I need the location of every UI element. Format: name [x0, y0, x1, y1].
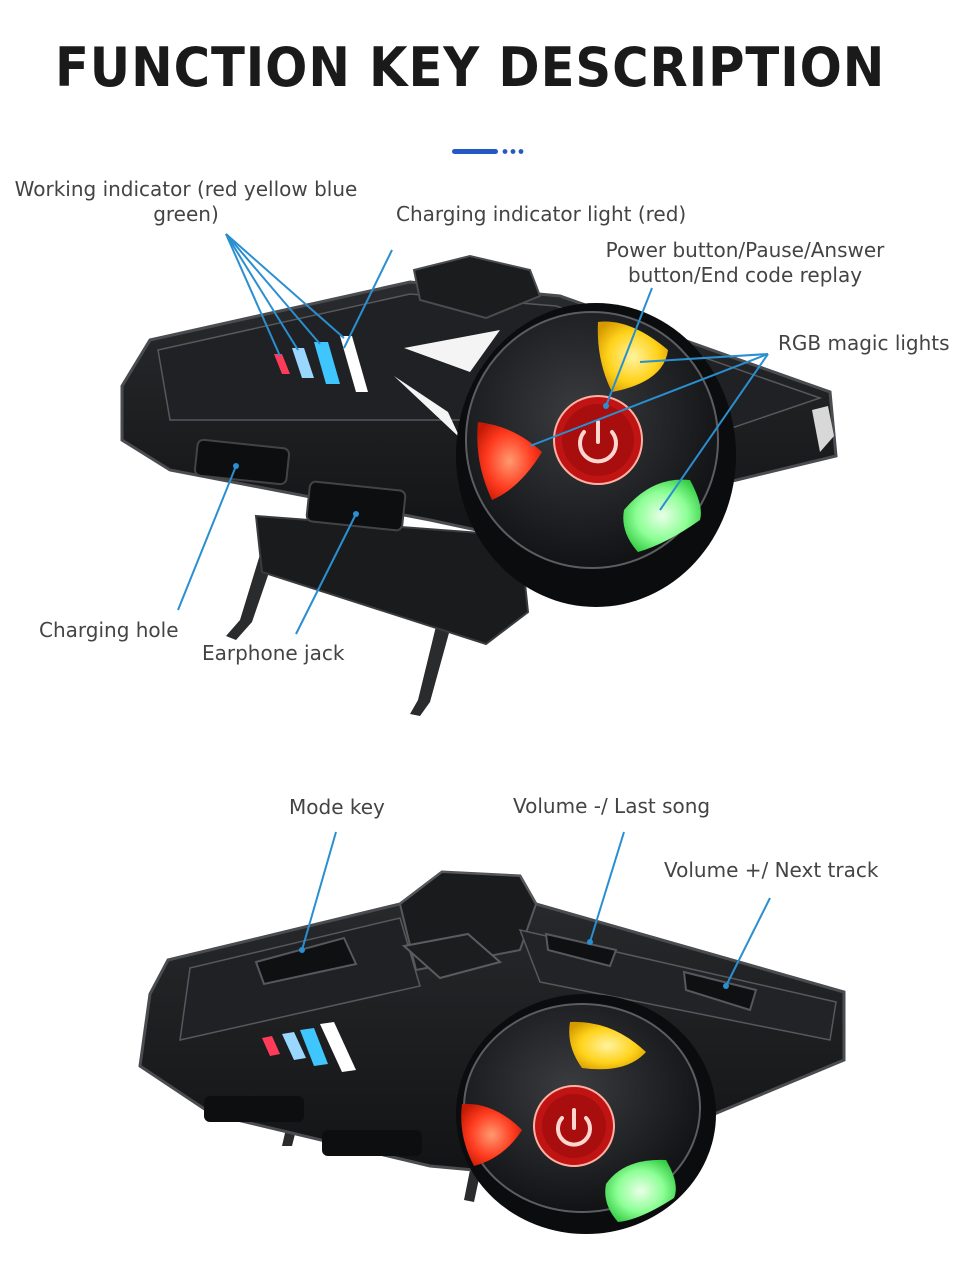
leader-lines	[177, 233, 771, 987]
label-working-indicator-line2: green)	[153, 202, 219, 226]
label-charging-hole: Charging hole	[39, 618, 179, 642]
top-charging-port	[193, 438, 291, 486]
top-earphone-port	[305, 480, 407, 532]
label-mode-key: Mode key	[289, 795, 385, 819]
label-power-button: Power button/Pause/Answer button/End cod…	[580, 238, 910, 288]
bottom-power-icon	[556, 1116, 592, 1147]
leader-line-tips	[233, 403, 729, 989]
label-power-button-line1: Power button/Pause/Answer	[605, 238, 885, 262]
page-title: FUNCTION KEY DESCRIPTION	[54, 36, 886, 99]
label-volume-minus: Volume -/ Last song	[513, 794, 711, 818]
label-working-indicator-line1: Working indicator (red yellow blue	[14, 177, 358, 201]
volume-plus-button	[682, 970, 758, 1012]
label-earphone-jack: Earphone jack	[202, 641, 345, 665]
title-divider-decoration	[452, 149, 524, 154]
top-led-red	[477, 422, 542, 500]
bottom-led-green	[605, 1159, 676, 1222]
bottom-led-red	[461, 1103, 522, 1166]
label-volume-plus: Volume +/ Next track	[664, 858, 879, 882]
top-led-green	[623, 479, 701, 552]
top-working-indicator-lights	[274, 336, 368, 392]
top-clip-leg-right	[410, 618, 452, 716]
bottom-working-indicator-lights	[262, 1022, 356, 1072]
top-power-icon	[578, 430, 618, 464]
bottom-clip-leg-right	[464, 1170, 480, 1202]
top-rgb-dial	[456, 303, 736, 607]
top-mode-bump	[412, 254, 542, 320]
bottom-led-yellow	[569, 1021, 646, 1070]
bottom-rgb-dial	[456, 994, 716, 1234]
label-rgb-lights: RGB magic lights	[778, 331, 950, 355]
top-led-yellow	[597, 321, 668, 392]
mode-key-button	[254, 936, 358, 986]
label-power-button-line2: button/End code replay	[627, 263, 863, 287]
label-charging-indicator: Charging indicator light (red)	[396, 202, 687, 226]
label-working-indicator: Working indicator (red yellow blue green…	[0, 177, 372, 227]
volume-minus-button	[544, 932, 618, 968]
bottom-device	[138, 870, 846, 1234]
